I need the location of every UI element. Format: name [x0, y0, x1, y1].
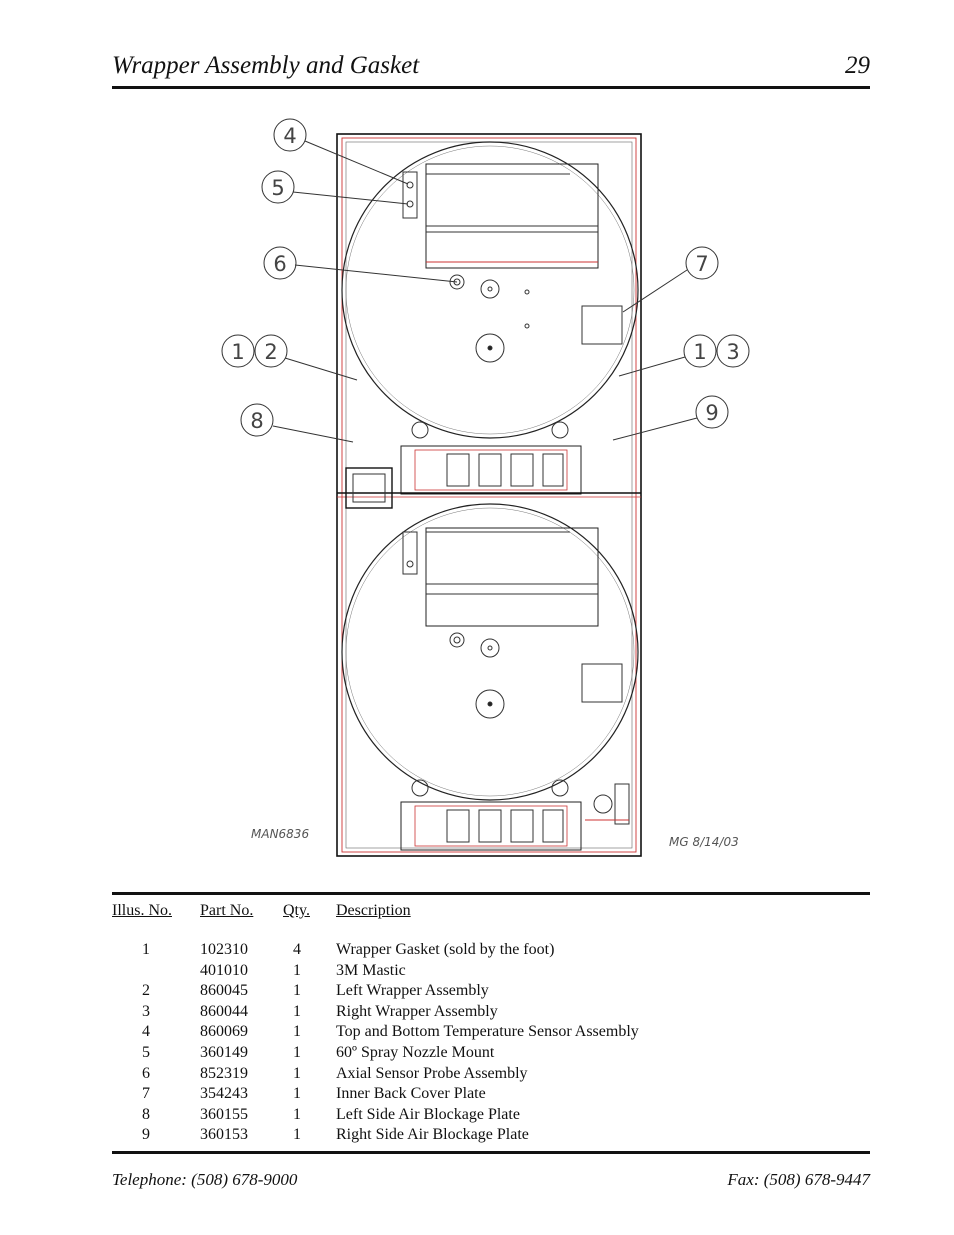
description: Right Side Air Blockage Plate — [336, 1126, 529, 1144]
header-part-no: Part No. — [200, 902, 254, 919]
drawing-number: MAN6836 — [251, 827, 309, 841]
qty: 4 — [293, 941, 301, 958]
qty: 1 — [293, 1105, 301, 1123]
illus-no: 1 — [142, 941, 150, 958]
callout-label: 4 — [283, 124, 296, 148]
header-illus-no: Illus. No. — [112, 902, 172, 919]
table-bottom-rule — [112, 1151, 870, 1154]
description: Inner Back Cover Plate — [336, 1085, 486, 1103]
page-header: Wrapper Assembly and Gasket 29 — [112, 50, 870, 89]
part-no: 852319 — [200, 1064, 248, 1082]
table-row: 7 354243 1 Inner Back Cover Plate — [112, 1085, 870, 1106]
qty: 1 — [293, 982, 301, 1000]
illus-no: 5 — [142, 1043, 150, 1061]
table-row: 3 860044 1 Right Wrapper Assembly — [112, 1003, 870, 1024]
part-no: 360153 — [200, 1126, 248, 1144]
parts-table: Illus. No. Part No. Qty. Description 1 1… — [112, 900, 870, 1147]
description: 60º Spray Nozzle Mount — [336, 1043, 495, 1061]
callout-label: 1 — [231, 340, 244, 364]
table-row: 9 360153 1 Right Side Air Blockage Plate — [112, 1126, 870, 1147]
callout-label: 6 — [273, 252, 286, 276]
description: Wrapper Gasket (sold by the foot) — [336, 941, 555, 958]
illus-no: 4 — [142, 1023, 150, 1041]
illus-no: 7 — [142, 1085, 150, 1103]
description: Left Wrapper Assembly — [336, 982, 489, 1000]
table-row: 6 852319 1 Axial Sensor Probe Assembly — [112, 1065, 870, 1086]
table-row: 401010 1 3M Mastic — [112, 962, 870, 983]
illus-no: 2 — [142, 982, 150, 1000]
callout-label: 1 — [693, 340, 706, 364]
callout-label: 9 — [705, 401, 718, 425]
description: Axial Sensor Probe Assembly — [336, 1064, 528, 1082]
illus-no: 3 — [142, 1002, 150, 1020]
parts-table-header: Illus. No. Part No. Qty. Description — [112, 900, 870, 924]
table-row: 5 360149 1 60º Spray Nozzle Mount — [112, 1044, 870, 1065]
table-top-rule — [112, 892, 870, 895]
callout-label: 2 — [264, 340, 277, 364]
header-qty: Qty. — [283, 902, 310, 919]
qty: 1 — [293, 1126, 301, 1144]
description: Left Side Air Blockage Plate — [336, 1105, 520, 1123]
qty: 1 — [293, 1023, 301, 1041]
part-no: 860044 — [200, 1002, 248, 1020]
illus-no: 9 — [142, 1126, 150, 1144]
part-no: 860069 — [200, 1023, 248, 1041]
table-row: 1 102310 4 Wrapper Gasket (sold by the f… — [112, 941, 870, 962]
callout-label: 7 — [695, 252, 708, 276]
part-no: 860045 — [200, 982, 248, 1000]
callout-label: 8 — [250, 409, 263, 433]
qty: 1 — [293, 1002, 301, 1020]
telephone-text: Telephone: (508) 678-9000 — [112, 1170, 298, 1189]
drafter-date: MG 8/14/03 — [669, 835, 739, 849]
callout-label: 3 — [726, 340, 739, 364]
part-no: 354243 — [200, 1085, 248, 1103]
page-title: Wrapper Assembly and Gasket — [112, 52, 420, 79]
fax-text: Fax: (508) 678-9447 — [727, 1170, 870, 1189]
page-number: 29 — [845, 52, 870, 79]
part-no: 360155 — [200, 1105, 248, 1123]
qty: 1 — [293, 961, 301, 979]
description: Right Wrapper Assembly — [336, 1002, 498, 1020]
table-row: 8 360155 1 Left Side Air Blockage Plate — [112, 1106, 870, 1127]
part-no: 360149 — [200, 1043, 248, 1061]
wrapper-assembly-drawing: 4 5 6 7 1 2 1 3 8 9 MAN6836 MG 8/14/03 — [215, 112, 755, 868]
table-row: 2 860045 1 Left Wrapper Assembly — [112, 982, 870, 1003]
qty: 1 — [293, 1064, 301, 1082]
header-description: Description — [336, 902, 411, 919]
description: Top and Bottom Temperature Sensor Assemb… — [336, 1023, 639, 1041]
qty: 1 — [293, 1043, 301, 1061]
illus-no: 6 — [142, 1064, 150, 1082]
illus-no: 8 — [142, 1105, 150, 1123]
table-row: 4 860069 1 Top and Bottom Temperature Se… — [112, 1023, 870, 1044]
qty: 1 — [293, 1085, 301, 1103]
part-no: 102310 — [200, 941, 248, 958]
callout-label: 5 — [271, 176, 284, 200]
part-no: 401010 — [200, 961, 248, 979]
description: 3M Mastic — [336, 961, 406, 979]
